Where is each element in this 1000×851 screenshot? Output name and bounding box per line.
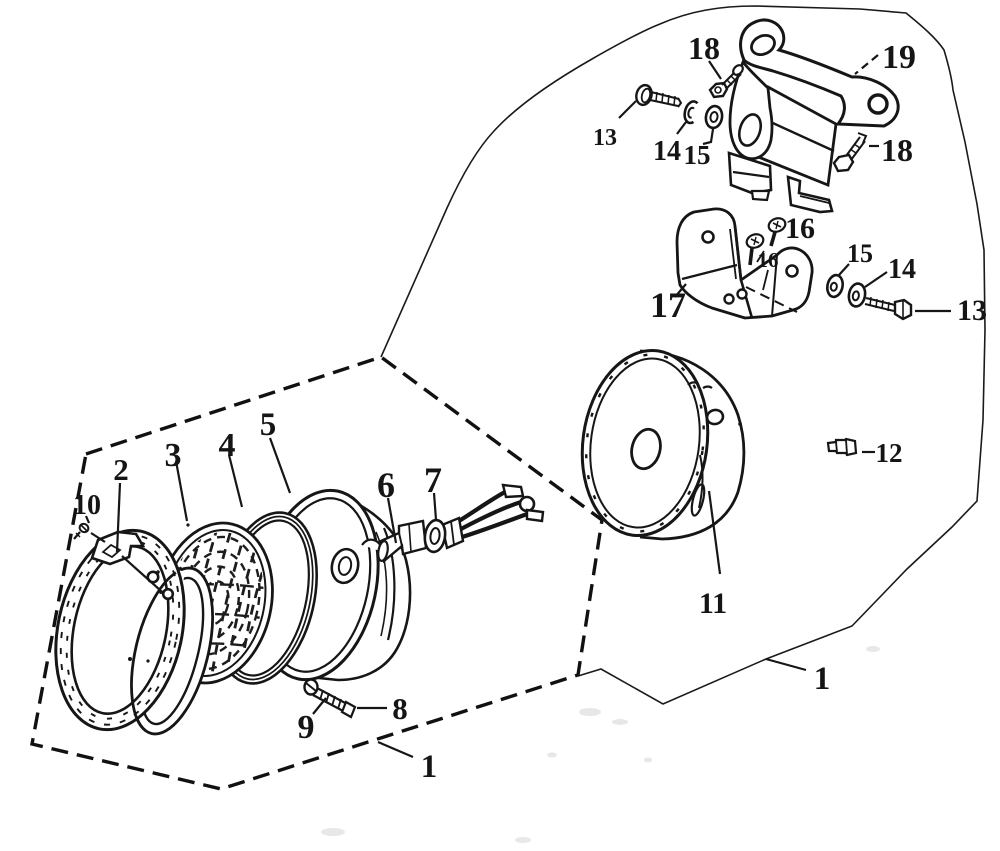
svg-text:1: 1 <box>421 749 438 785</box>
svg-text:13: 13 <box>593 125 617 151</box>
svg-text:8: 8 <box>392 691 408 726</box>
svg-text:12: 12 <box>876 438 903 468</box>
svg-text:11: 11 <box>699 587 727 620</box>
svg-text:7: 7 <box>424 460 442 500</box>
svg-text:16: 16 <box>758 248 779 272</box>
svg-text:19: 19 <box>882 39 916 76</box>
svg-text:13: 13 <box>957 294 987 327</box>
svg-text:5: 5 <box>260 407 277 443</box>
svg-text:4: 4 <box>219 427 236 464</box>
svg-text:1: 1 <box>814 661 831 697</box>
svg-text:6: 6 <box>377 465 395 505</box>
svg-text:9: 9 <box>298 709 315 746</box>
svg-text:15: 15 <box>684 140 711 170</box>
svg-text:14: 14 <box>653 136 681 167</box>
svg-text:17: 17 <box>650 285 686 325</box>
svg-text:10: 10 <box>73 490 101 521</box>
svg-text:18: 18 <box>881 132 913 168</box>
svg-text:3: 3 <box>165 437 182 474</box>
svg-text:2: 2 <box>113 452 129 487</box>
svg-text:16: 16 <box>785 212 815 245</box>
svg-text:18: 18 <box>688 30 720 66</box>
svg-text:15: 15 <box>847 239 873 268</box>
svg-text:14: 14 <box>888 254 916 285</box>
